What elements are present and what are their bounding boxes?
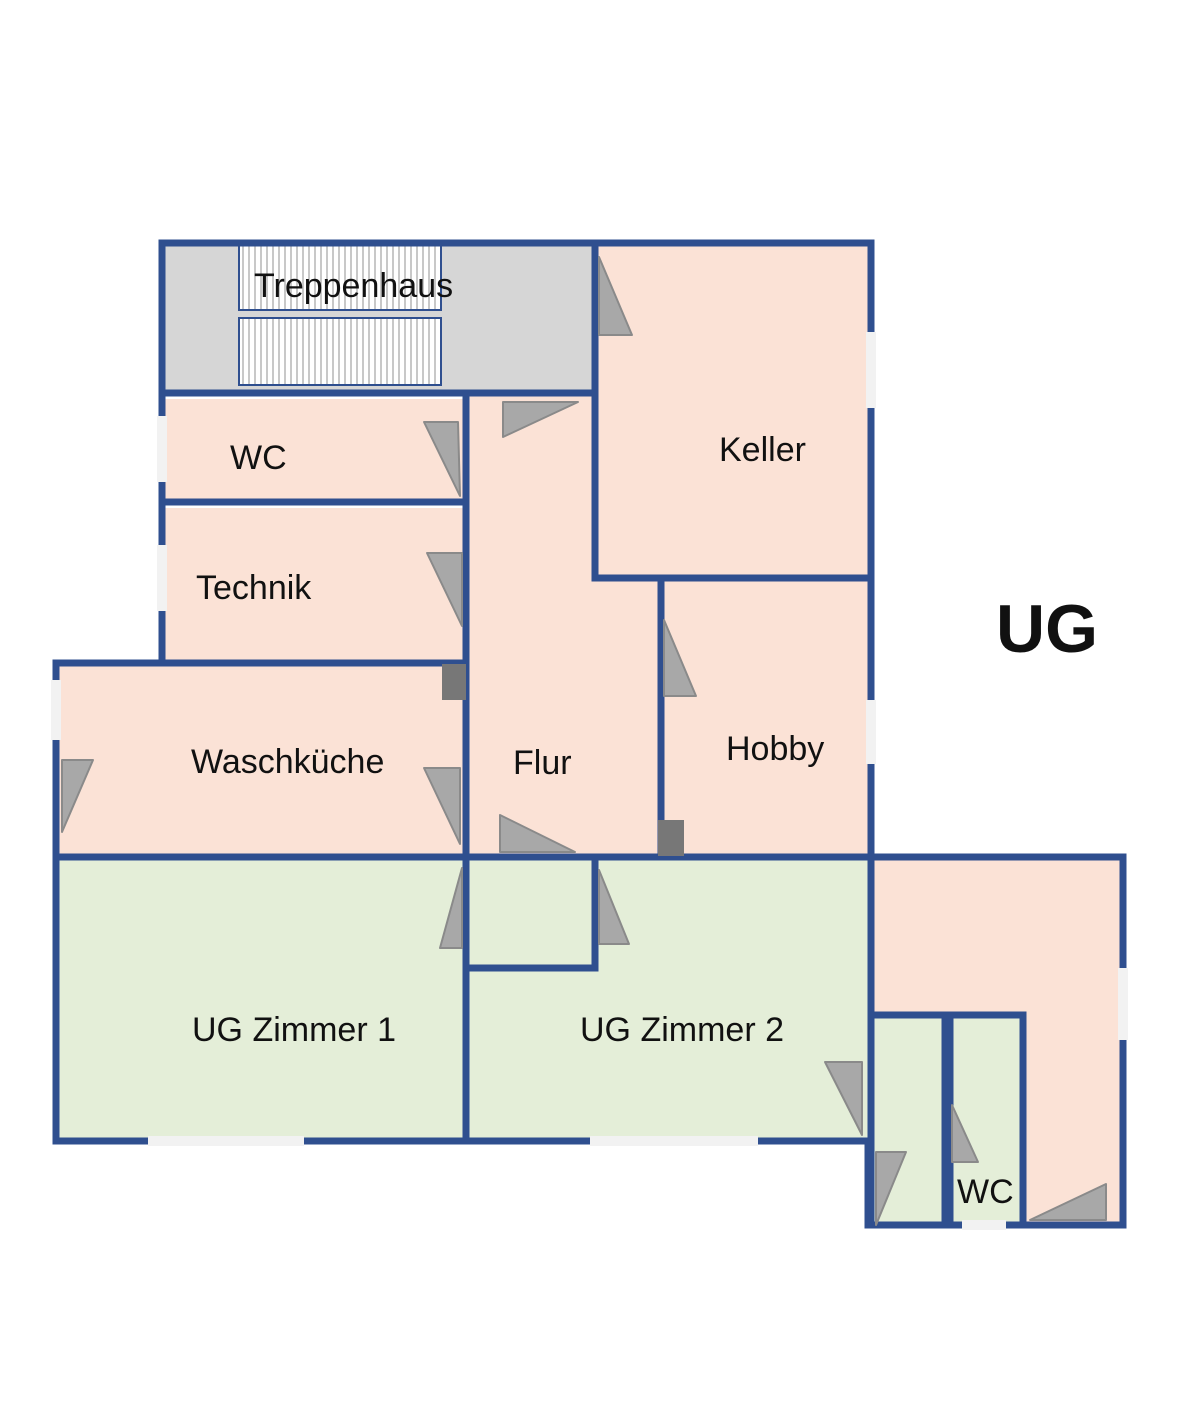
door-swing bbox=[598, 869, 630, 945]
room-zimmer2 bbox=[466, 857, 871, 1141]
window bbox=[157, 545, 167, 611]
window bbox=[157, 416, 167, 482]
label-zimmer1: UG Zimmer 1 bbox=[192, 1011, 396, 1049]
column bbox=[658, 820, 684, 856]
label-wc-top: WC bbox=[230, 439, 287, 477]
walls bbox=[52, 239, 1127, 1229]
room-flur bbox=[466, 393, 595, 857]
door-swing bbox=[499, 814, 576, 853]
door-swing bbox=[875, 1151, 907, 1226]
room-waschkueche bbox=[56, 663, 466, 857]
windows bbox=[51, 332, 1128, 1230]
window bbox=[51, 680, 61, 740]
window bbox=[962, 1220, 1006, 1230]
window bbox=[866, 700, 876, 764]
room-technik bbox=[162, 508, 466, 663]
room-labels: Treppenhaus WC Technik Keller Hobby Wasc… bbox=[191, 267, 1098, 1211]
door-swing bbox=[502, 401, 579, 438]
label-flur: Flur bbox=[513, 744, 572, 782]
label-wc-bottom: WC bbox=[957, 1173, 1014, 1211]
room-hobby bbox=[661, 578, 871, 857]
window bbox=[148, 1136, 304, 1146]
label-waschkueche: Waschküche bbox=[191, 743, 384, 781]
window bbox=[1118, 968, 1128, 1040]
room-wc-bottom bbox=[950, 1015, 1023, 1225]
window bbox=[866, 332, 876, 408]
room-fills bbox=[56, 243, 1123, 1225]
door-swing bbox=[598, 256, 633, 336]
label-zimmer2: UG Zimmer 2 bbox=[580, 1011, 784, 1049]
window bbox=[590, 1136, 758, 1146]
label-treppenhaus: Treppenhaus bbox=[254, 267, 453, 305]
door-swings bbox=[61, 256, 1107, 1226]
floor-label: UG bbox=[996, 591, 1098, 667]
door-swing bbox=[426, 552, 463, 627]
columns bbox=[442, 664, 684, 856]
door-swing bbox=[423, 767, 461, 845]
door-swing bbox=[824, 1061, 863, 1136]
door-swing bbox=[663, 619, 697, 697]
door-swing bbox=[1029, 1183, 1107, 1221]
door-swing bbox=[423, 421, 461, 497]
label-keller: Keller bbox=[719, 431, 806, 469]
column bbox=[442, 664, 466, 700]
door-swing bbox=[951, 1104, 979, 1163]
door-swing bbox=[439, 867, 463, 949]
room-keller bbox=[595, 243, 871, 578]
room-wc-top bbox=[162, 399, 466, 502]
door-swing bbox=[61, 759, 94, 833]
stair-flight-upper bbox=[238, 242, 442, 311]
staircase bbox=[238, 242, 442, 386]
label-technik: Technik bbox=[196, 569, 312, 607]
room-zimmer1 bbox=[56, 857, 466, 1141]
stair-flight-lower bbox=[238, 317, 442, 386]
room-flur-extension bbox=[595, 578, 661, 857]
label-hobby: Hobby bbox=[726, 730, 824, 768]
